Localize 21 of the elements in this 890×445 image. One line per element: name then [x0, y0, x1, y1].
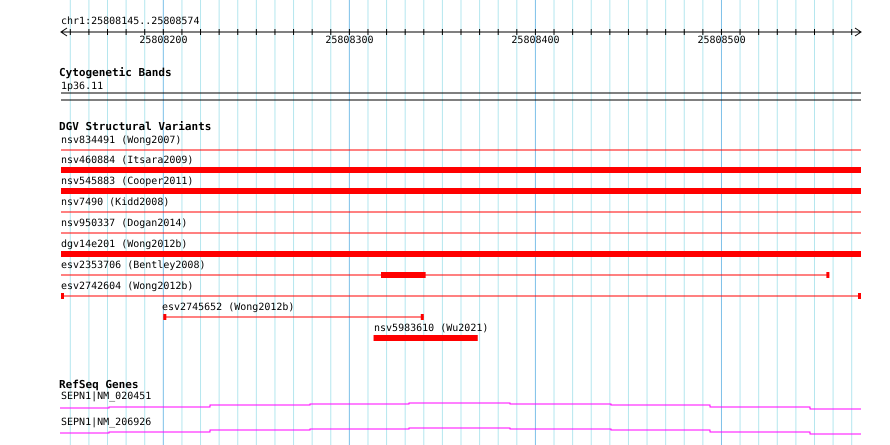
feature-label: nsv950337 (Dogan2014) — [61, 218, 188, 229]
track-title: Cytogenetic Bands — [59, 67, 172, 78]
feature-label: esv2742604 (Wong2012b) — [61, 281, 194, 292]
feature-label: nsv834491 (Wong2007) — [61, 135, 182, 146]
gene-label: SEPN1|NM_020451 — [61, 391, 152, 402]
tick-label: 25808500 — [697, 35, 746, 46]
gene-label: SEPN1|NM_206926 — [61, 417, 152, 428]
track-title: RefSeq Genes — [59, 379, 138, 390]
feature-label: nsv460884 (Itsara2009) — [61, 155, 194, 166]
feature-label: nsv7490 (Kidd2008) — [61, 197, 170, 208]
feature-label: nsv5983610 (Wu2021) — [374, 323, 488, 334]
tick-label: 25808200 — [139, 35, 188, 46]
feature-label: nsv545883 (Cooper2011) — [61, 176, 194, 187]
track-title: DGV Structural Variants — [59, 121, 212, 132]
tick-label: 25808400 — [511, 35, 560, 46]
tick-label: 25808300 — [325, 35, 374, 46]
feature-label: dgv14e201 (Wong2012b) — [61, 239, 188, 250]
band-label: 1p36.11 — [61, 81, 104, 92]
ruler-title: chr1:25808145..25808574 — [61, 16, 200, 27]
feature-label: esv2745652 (Wong2012b) — [162, 302, 294, 313]
feature-label: esv2353706 (Bentley2008) — [61, 260, 206, 271]
